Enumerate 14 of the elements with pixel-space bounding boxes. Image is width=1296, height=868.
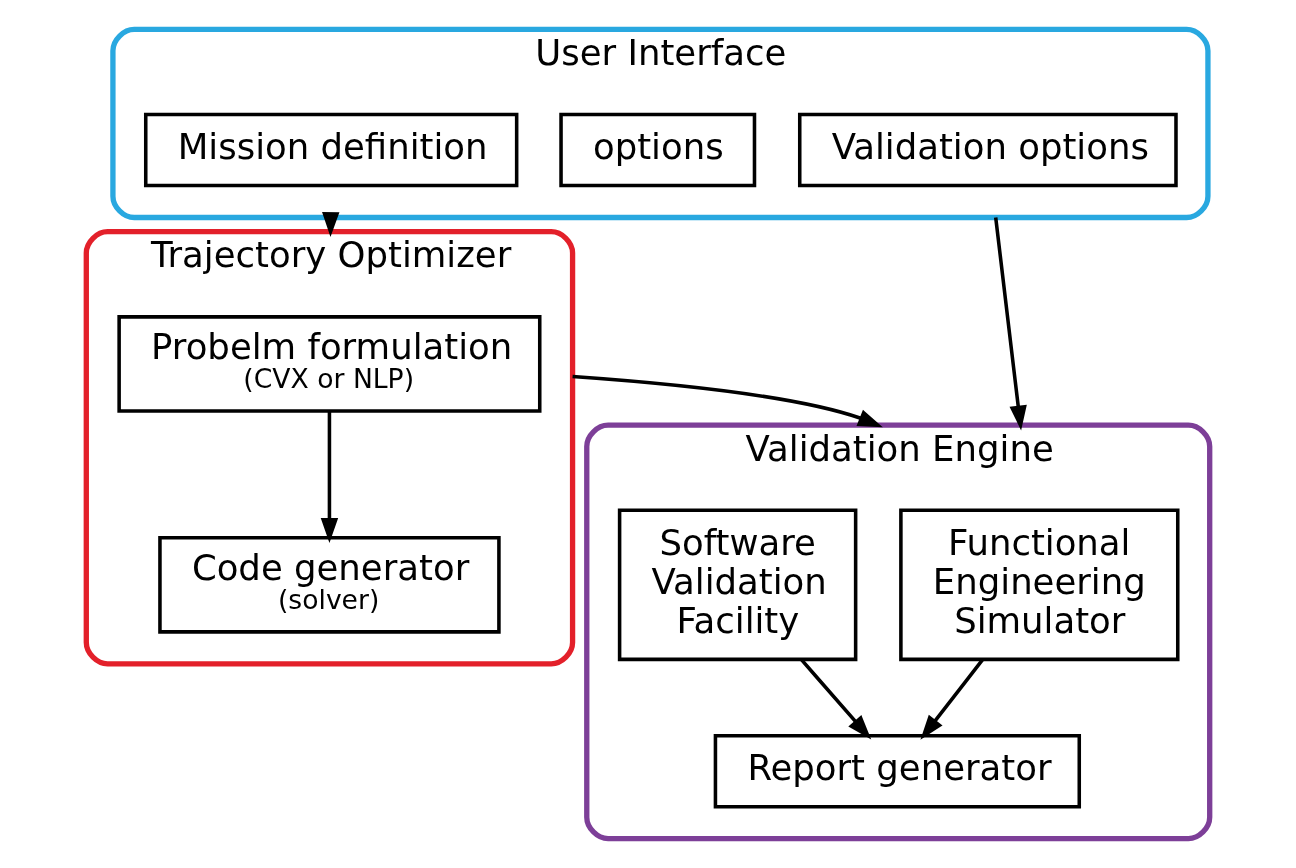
arrow: [799, 658, 872, 740]
arrow: [572, 374, 883, 428]
arrow: [993, 217, 1027, 431]
node-box: Code generator (solver): [158, 536, 501, 634]
node-box: Software Validation Facility: [617, 508, 858, 662]
node-box: Mission definition: [143, 112, 519, 188]
arrow: [322, 212, 340, 238]
arrow: [920, 658, 985, 740]
node-box: Validation options: [797, 112, 1178, 188]
node-box: Report generator: [713, 733, 1082, 809]
node-box: Functional Engineering Simulator: [899, 508, 1180, 662]
node-box: options: [559, 112, 757, 188]
node-box: Probelm formulation (CVX or NLP): [117, 315, 542, 413]
arrow: [320, 411, 339, 543]
